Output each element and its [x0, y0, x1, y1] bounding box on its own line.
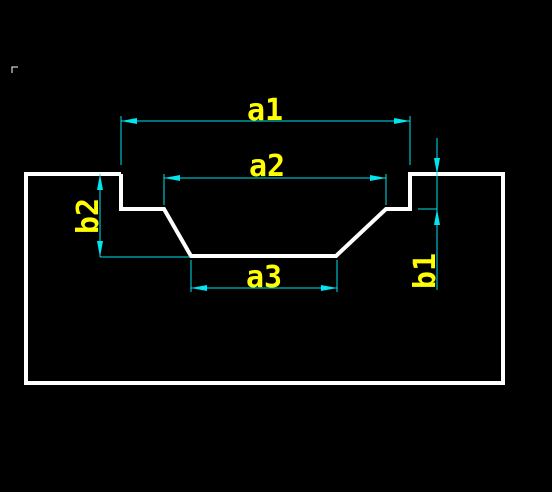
label-a1: a1 [247, 93, 283, 128]
dimension-a1 [120, 116, 411, 165]
dimension-b2 [97, 174, 190, 258]
profile-outline [24, 172, 505, 385]
label-a3: a3 [246, 260, 282, 295]
dimension-a2 [163, 174, 387, 205]
dimension-a3 [190, 260, 338, 292]
ucs-marker-icon [11, 66, 18, 73]
label-b1: b1 [408, 253, 443, 289]
label-a2: a2 [249, 149, 285, 184]
dimension-b1 [418, 138, 440, 290]
label-b2: b2 [71, 198, 106, 234]
